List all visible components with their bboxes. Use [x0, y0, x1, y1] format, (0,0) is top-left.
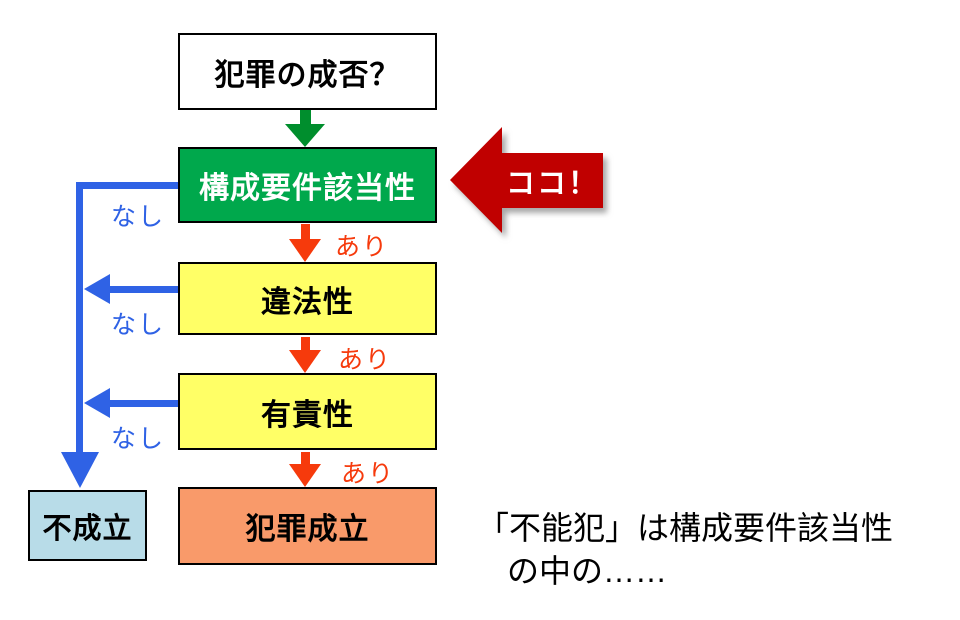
edge-label-yes-1: あり: [335, 233, 390, 261]
blue-elbow-horizontal: [76, 182, 178, 189]
edge-label-yes-2: あり: [338, 346, 393, 374]
callout-label: ココ！: [505, 168, 599, 200]
green-down-arrow-icon: [285, 124, 325, 147]
node-culpability: 有責性: [178, 373, 437, 450]
edge-label-yes-3: あり: [341, 460, 396, 488]
node-question: 犯罪の成否？: [178, 33, 437, 110]
edge-label-no-1: なし: [111, 203, 166, 231]
red-down-arrow-3-icon: [289, 464, 321, 487]
edge-label-no-2: なし: [111, 311, 166, 339]
blue-vertical-line: [76, 182, 83, 452]
footnote-line-1: 「不能犯」は構成要件該当性: [477, 510, 894, 546]
footnote: 「不能犯」は構成要件該当性 の中の……: [477, 507, 893, 593]
blue-left-arrow-3-icon: [84, 388, 110, 418]
red-down-arrow-1-stem: [301, 224, 310, 239]
blue-left-arrow-2-line: [108, 286, 178, 293]
blue-left-arrow-3-line: [108, 400, 178, 407]
red-down-arrow-2-icon: [289, 350, 321, 373]
footnote-line-2: の中の……: [507, 553, 668, 589]
node-illegality: 違法性: [178, 262, 437, 335]
node-tatbestand: 構成要件該当性: [178, 147, 437, 223]
node-not-established: 不成立: [28, 490, 147, 561]
node-crime-established: 犯罪成立: [178, 487, 437, 565]
green-down-arrow-stem: [300, 110, 311, 125]
red-down-arrow-2-stem: [301, 337, 310, 350]
red-down-arrow-3-stem: [301, 452, 310, 464]
edge-label-no-3: なし: [111, 425, 166, 453]
blue-down-arrow-icon: [61, 452, 99, 488]
red-down-arrow-1-icon: [289, 239, 321, 262]
callout-left-arrow-icon: [450, 127, 603, 233]
blue-left-arrow-2-icon: [84, 274, 110, 304]
